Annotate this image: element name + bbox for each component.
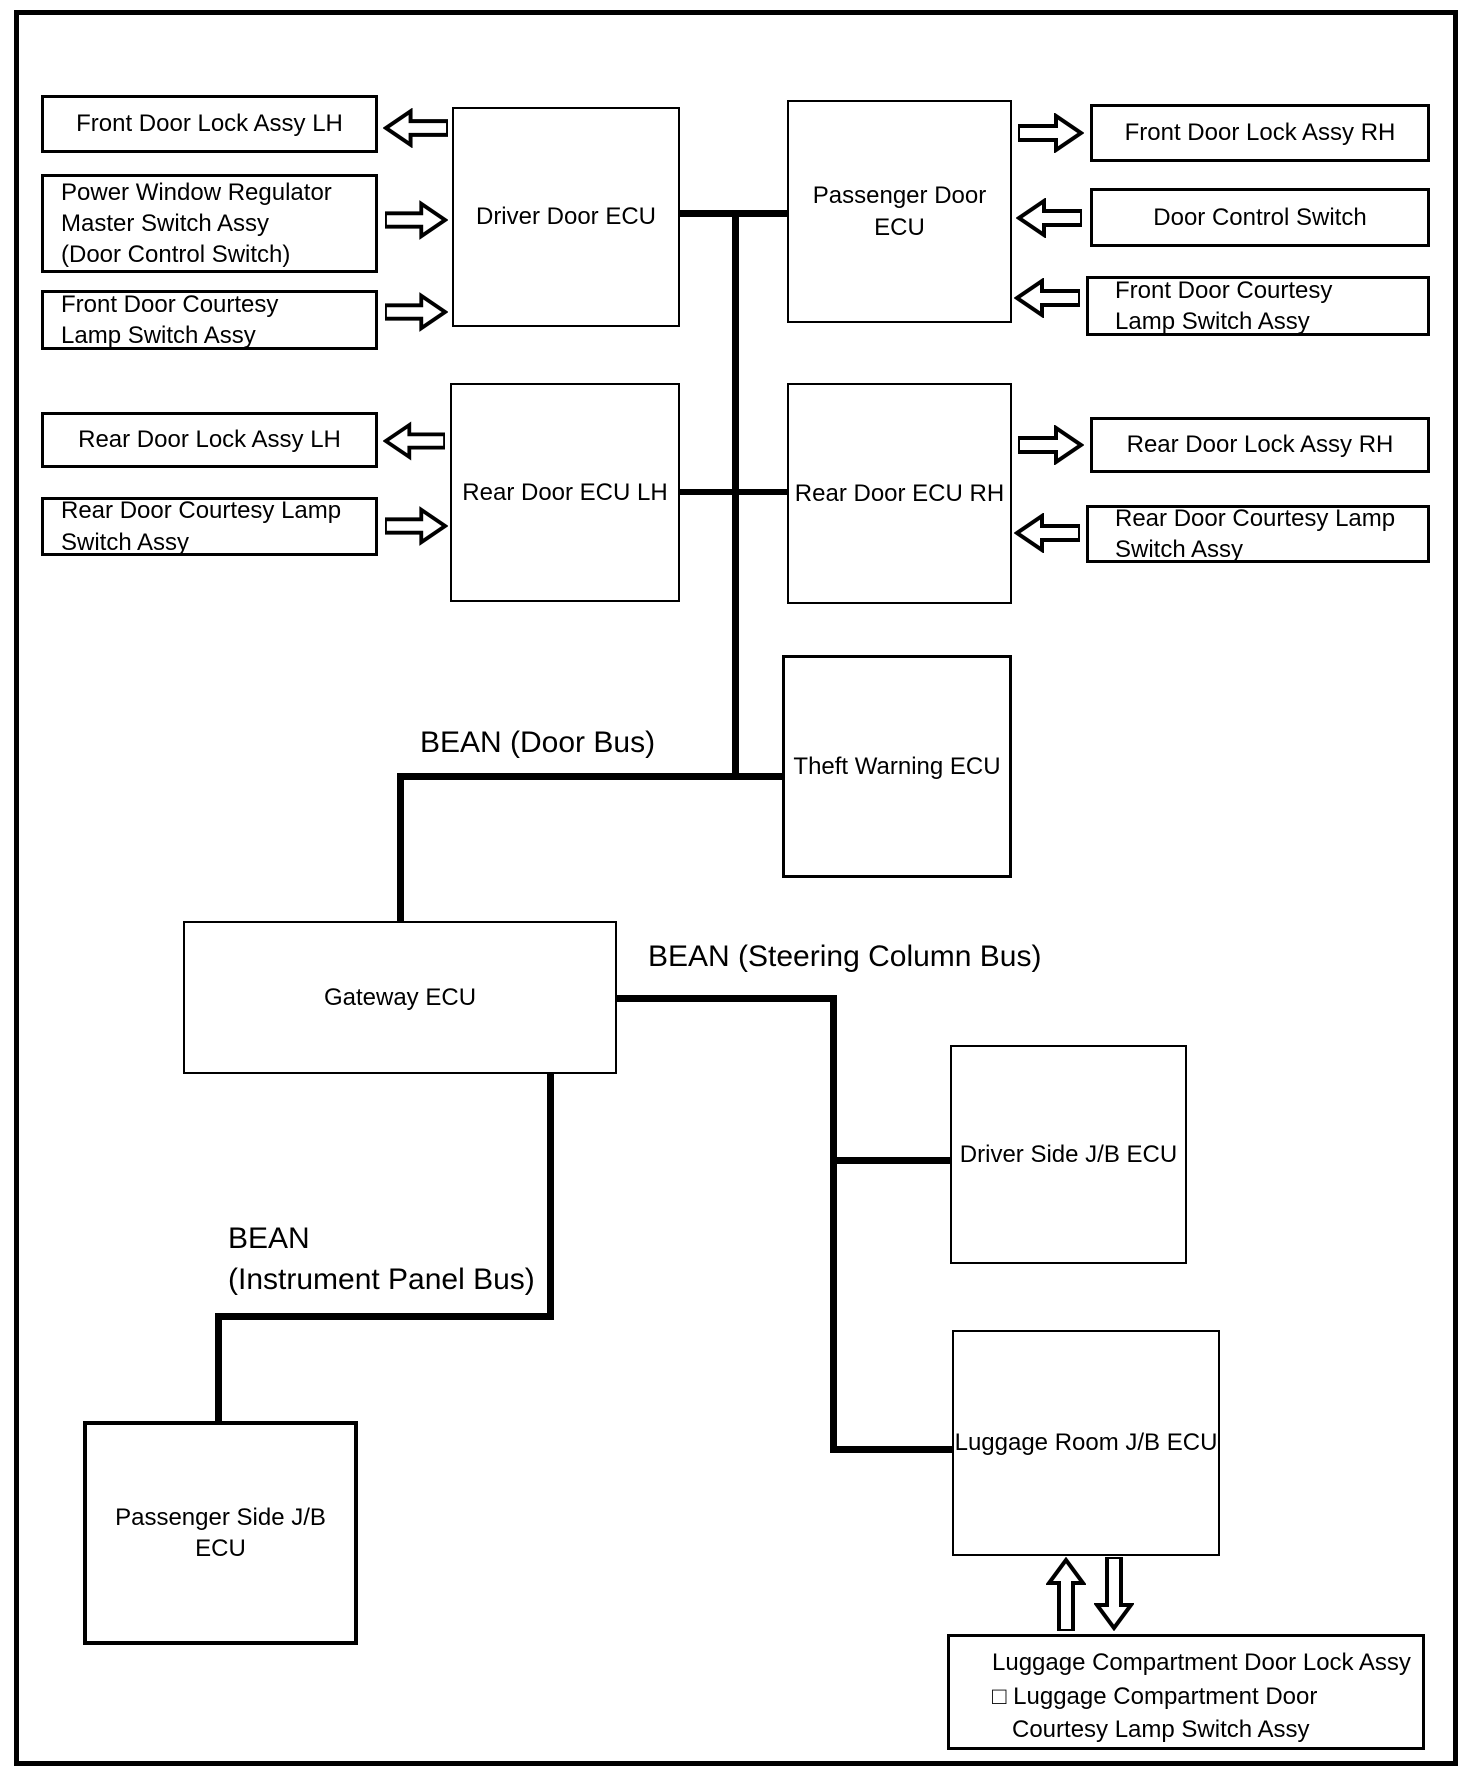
arrow-down-icon xyxy=(1094,1557,1134,1631)
box-rear-door-lock-assy-lh: Rear Door Lock Assy LH xyxy=(41,412,378,468)
arrow-right-icon xyxy=(385,200,448,240)
box-passenger-side-jb-ecu: Passenger Side J/B ECU xyxy=(83,1421,358,1645)
arrow-right-icon xyxy=(385,292,448,332)
label-bean-door-bus: BEAN (Door Bus) xyxy=(420,726,656,759)
door-bus-link-rear xyxy=(680,489,787,495)
arrow-left-icon xyxy=(383,421,445,461)
diagram-outer-border xyxy=(14,10,1458,1766)
arrow-right-icon xyxy=(1018,113,1084,153)
box-passenger-door-ecu: Passenger Door ECU xyxy=(787,100,1012,323)
box-front-door-courtesy-lamp-switch-rh: Front Door Courtesy Lamp Switch Assy xyxy=(1086,276,1430,336)
box-rear-door-courtesy-lamp-switch-lh: Rear Door Courtesy Lamp Switch Assy xyxy=(41,497,378,556)
box-luggage-room-jb-ecu: Luggage Room J/B ECU xyxy=(952,1330,1220,1556)
instrument-bus-horizontal xyxy=(215,1313,554,1320)
instrument-bus-vertical-1 xyxy=(547,1074,554,1320)
door-bus-to-gateway xyxy=(397,773,404,921)
box-driver-side-jb-ecu: Driver Side J/B ECU xyxy=(950,1045,1187,1264)
door-bus-trunk xyxy=(732,210,739,780)
arrow-left-icon xyxy=(383,108,448,148)
box-front-door-lock-assy-rh: Front Door Lock Assy RH xyxy=(1090,104,1430,162)
box-gateway-ecu: Gateway ECU xyxy=(183,921,617,1074)
box-driver-door-ecu: Driver Door ECU xyxy=(452,107,680,327)
arrow-left-icon xyxy=(1014,513,1080,553)
box-front-door-courtesy-lamp-switch-lh: Front Door Courtesy Lamp Switch Assy xyxy=(41,290,378,350)
label-bean-instrument-panel-bus: BEAN (Instrument Panel Bus) xyxy=(228,1222,535,1297)
box-rear-door-ecu-rh: Rear Door ECU RH xyxy=(787,383,1012,604)
box-rear-door-lock-assy-rh: Rear Door Lock Assy RH xyxy=(1090,417,1430,473)
arrow-up-icon xyxy=(1046,1557,1086,1631)
steering-bus-branch-luggage-jb xyxy=(830,1446,952,1453)
box-luggage-compartment-door-lock: Luggage Compartment Door Lock Assy □ Lug… xyxy=(947,1634,1425,1750)
box-door-control-switch: Door Control Switch xyxy=(1090,188,1430,247)
steering-bus-branch-driver-jb xyxy=(830,1157,950,1164)
box-rear-door-courtesy-lamp-switch-rh: Rear Door Courtesy Lamp Switch Assy xyxy=(1086,505,1430,563)
arrow-left-icon xyxy=(1014,278,1080,318)
door-bus-horizontal xyxy=(397,773,782,780)
box-power-window-regulator-master-switch: Power Window Regulator Master Switch Ass… xyxy=(41,174,378,273)
instrument-bus-vertical-2 xyxy=(215,1313,222,1421)
arrow-left-icon xyxy=(1016,198,1082,238)
arrow-right-icon xyxy=(385,506,448,546)
steering-bus-horizontal xyxy=(617,995,837,1002)
arrow-right-icon xyxy=(1018,425,1084,465)
label-bean-steering-column-bus: BEAN (Steering Column Bus) xyxy=(648,940,1042,973)
box-rear-door-ecu-lh: Rear Door ECU LH xyxy=(450,383,680,602)
box-theft-warning-ecu: Theft Warning ECU xyxy=(782,655,1012,878)
box-front-door-lock-assy-lh: Front Door Lock Assy LH xyxy=(41,95,378,153)
steering-bus-vertical xyxy=(830,995,837,1453)
